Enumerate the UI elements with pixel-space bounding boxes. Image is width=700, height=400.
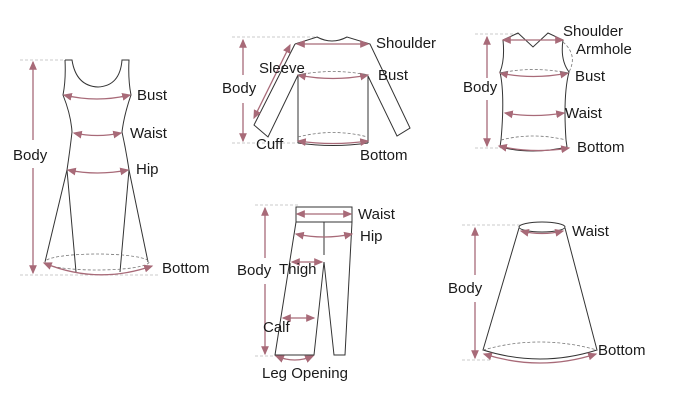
dress-bottom-label: Bottom (162, 260, 210, 277)
pants-diagram: Waist Hip Body Thigh Calf Leg Opening (237, 204, 396, 382)
vest-shoulder-label: Shoulder (563, 23, 623, 40)
pants-calf-label: Calf (263, 319, 291, 336)
dress-bust-label: Bust (137, 87, 168, 104)
dress-waist-label: Waist (130, 125, 168, 142)
pants-hip-label: Hip (360, 228, 383, 245)
pants-body-label: Body (237, 262, 272, 279)
vest-waist-label: Waist (565, 105, 603, 122)
skirt-diagram: Waist Body Bottom (448, 221, 646, 364)
vest-bust-label: Bust (575, 68, 606, 85)
sweater-diagram: Shoulder Sleeve Bust Body Cuff Bottom (222, 35, 436, 164)
dress-body-label: Body (13, 147, 48, 164)
sweater-bust-label: Bust (378, 67, 409, 84)
pants-thigh-label: Thigh (279, 261, 317, 278)
pants-leg-opening-label: Leg Opening (262, 365, 348, 382)
dress-hip-label: Hip (136, 161, 159, 178)
sweater-bottom-label: Bottom (360, 147, 408, 164)
vest-armhole-label: Armhole (576, 41, 632, 58)
sweater-sleeve-label: Sleeve (259, 60, 305, 77)
vest-bottom-label: Bottom (577, 139, 625, 156)
vest-diagram: Shoulder Armhole Bust Waist Body Bottom (463, 23, 632, 156)
sweater-body-label: Body (222, 80, 257, 97)
sweater-shoulder-label: Shoulder (376, 35, 436, 52)
sweater-cuff-label: Cuff (256, 136, 284, 153)
skirt-body-label: Body (448, 280, 483, 297)
dress-diagram: Bust Waist Hip Body Bottom (13, 59, 210, 277)
pants-waist-label: Waist (358, 206, 396, 223)
skirt-waist-label: Waist (572, 223, 610, 240)
vest-body-label: Body (463, 79, 498, 96)
skirt-bottom-label: Bottom (598, 342, 646, 359)
